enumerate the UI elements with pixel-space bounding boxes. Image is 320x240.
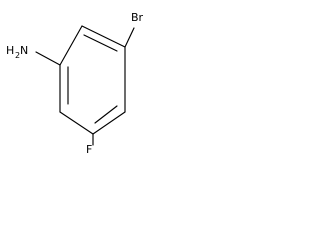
ring-bond-bottom-left (59, 111, 94, 135)
molecule-svg: Br F H 2 N (6, 11, 144, 155)
double-bond-inner-right (94, 105, 118, 124)
ring-bond-bottom-right (92, 111, 126, 135)
molecule-diagram: Br F H 2 N (0, 0, 155, 155)
double-bond-inner-upper (83, 34, 118, 52)
bromine-label: Br (131, 11, 144, 24)
ring-bond-top-right (81, 25, 126, 48)
bond-to-amine (35, 51, 61, 66)
amine-h-label: H (6, 44, 14, 57)
ring-bond-top-left (59, 25, 83, 66)
amine-n-label: N (20, 44, 28, 57)
bond-to-bromine (124, 27, 135, 48)
fluorine-label: F (86, 143, 92, 155)
amine-subscript-label: 2 (15, 51, 20, 60)
